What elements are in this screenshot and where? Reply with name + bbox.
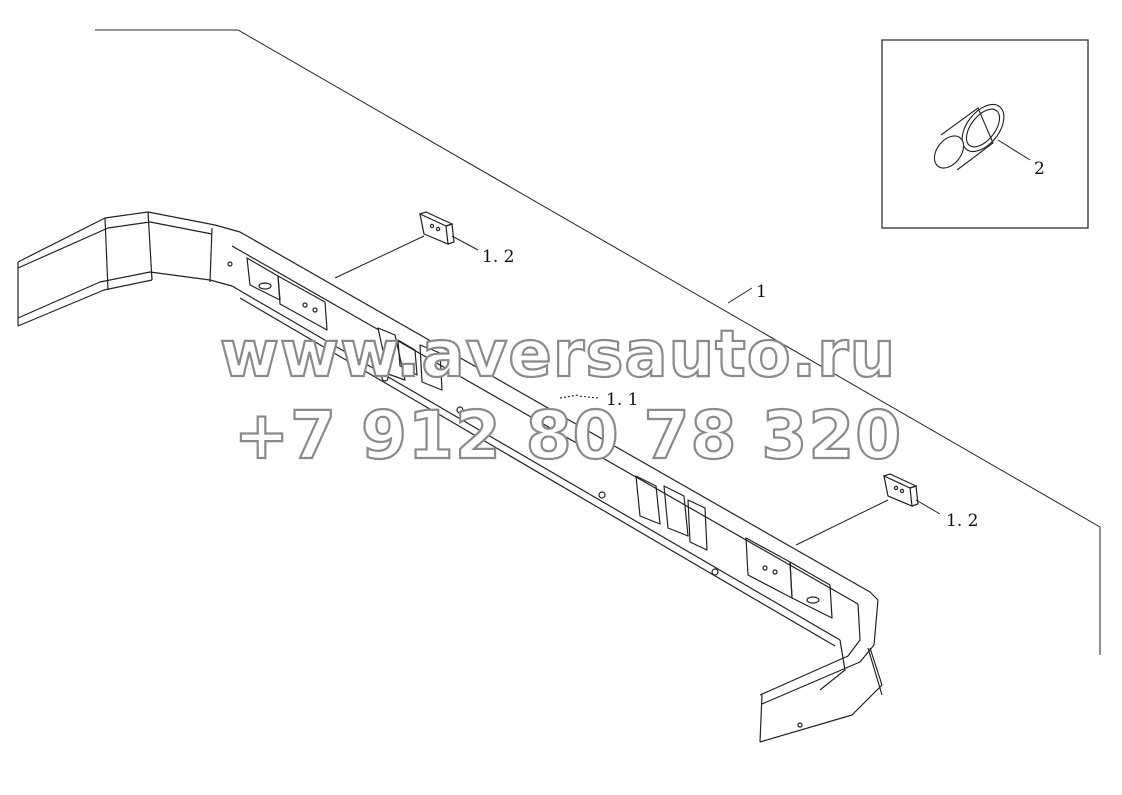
detail-inset: 2 — [881, 39, 1089, 229]
callout-1-1: 1. 1 — [606, 390, 638, 410]
detail-leader — [997, 139, 1031, 161]
callout-1: 1 — [756, 282, 767, 302]
callout-2: 2 — [1034, 159, 1045, 179]
bumper-beam — [17, 211, 883, 743]
callout-1-2-right: 1. 2 — [946, 511, 978, 531]
pad-left — [419, 211, 455, 245]
callout-1-2-left: 1. 2 — [482, 247, 514, 267]
watermark-phone: +7 912 80 78 320 — [234, 397, 902, 474]
bushing-part — [933, 104, 1005, 171]
detail-frame — [881, 39, 1089, 229]
leader-lines — [334, 235, 941, 546]
watermark-url: www.aversauto.ru — [220, 318, 896, 392]
assembly-leader-line — [95, 29, 1101, 655]
pad-right — [883, 473, 919, 507]
